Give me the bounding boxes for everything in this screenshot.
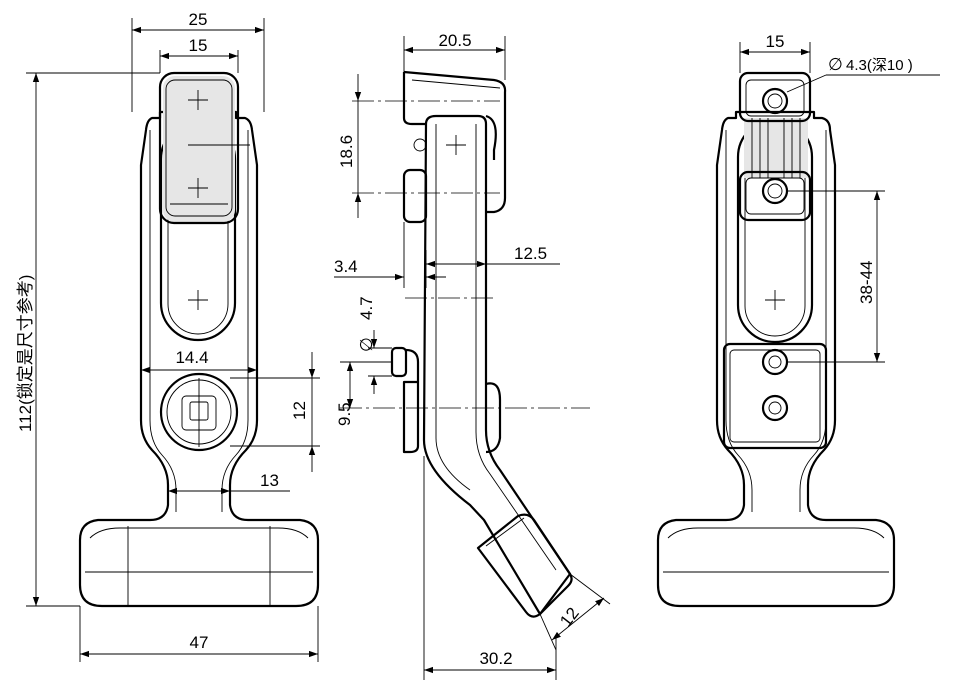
front-center-marks: [188, 90, 250, 310]
dim-rear-15: 15: [766, 32, 785, 51]
rear-plate-hole-bottom: [761, 394, 789, 422]
rear-view: 15 ∅ 4.3(深10 ) 38-44: [656, 32, 940, 608]
rear-lock-plate: [722, 342, 828, 450]
side-view: 20.5 18.6 3.4 12.5 ∅ 4.7 9.5 12 3: [334, 31, 611, 680]
rear-lower-hole: [761, 177, 789, 205]
front-handle-tab: [158, 71, 240, 225]
diameter-symbol-hole: ∅: [828, 55, 843, 74]
dim-front-14-4: 14.4: [175, 348, 208, 367]
front-view: 25 15 112(锁定是尺寸参考) 14.4 12 13 47: [16, 10, 320, 662]
side-main-body: [422, 114, 572, 616]
dim-rear-38-44: 38-44: [857, 261, 876, 304]
dim-front-112: 112(锁定是尺寸参考): [16, 275, 35, 432]
dim-side-9-5: 9.5: [335, 402, 354, 426]
dim-front-15: 15: [189, 36, 208, 55]
rear-lower-bracket: [738, 170, 812, 222]
rear-plate-hole-top: [761, 348, 789, 376]
rear-body-outline: [656, 110, 896, 608]
side-foot: [476, 513, 573, 618]
dim-side-18-6: 18.6: [337, 135, 356, 168]
dim-front-13: 13: [260, 471, 279, 490]
front-body-outline: [78, 110, 320, 608]
diameter-symbol-pin: ∅: [357, 337, 376, 352]
side-upper-knob: [402, 168, 428, 224]
dim-side-12-foot: 12: [556, 604, 583, 631]
rear-ribbed-insert: [744, 118, 808, 178]
dim-front-12: 12: [290, 401, 309, 420]
front-lock-hole: [159, 372, 239, 452]
dim-side-3-4: 3.4: [334, 257, 358, 276]
side-lower-knob: [402, 380, 420, 454]
dim-side-30-2: 30.2: [479, 649, 512, 668]
dim-side-20-5: 20.5: [438, 31, 471, 50]
dim-front-25: 25: [189, 10, 208, 29]
dim-side-4-7: 4.7: [357, 296, 376, 320]
dim-side-12-5: 12.5: [514, 244, 547, 263]
rear-top-bracket: [738, 71, 812, 123]
dim-front-47: 47: [190, 633, 209, 652]
side-pin: [390, 346, 408, 378]
rear-hole-spec: 4.3(深10 ): [846, 57, 913, 74]
rear-top-hole: [761, 87, 789, 115]
side-top-tab: [403, 70, 507, 214]
